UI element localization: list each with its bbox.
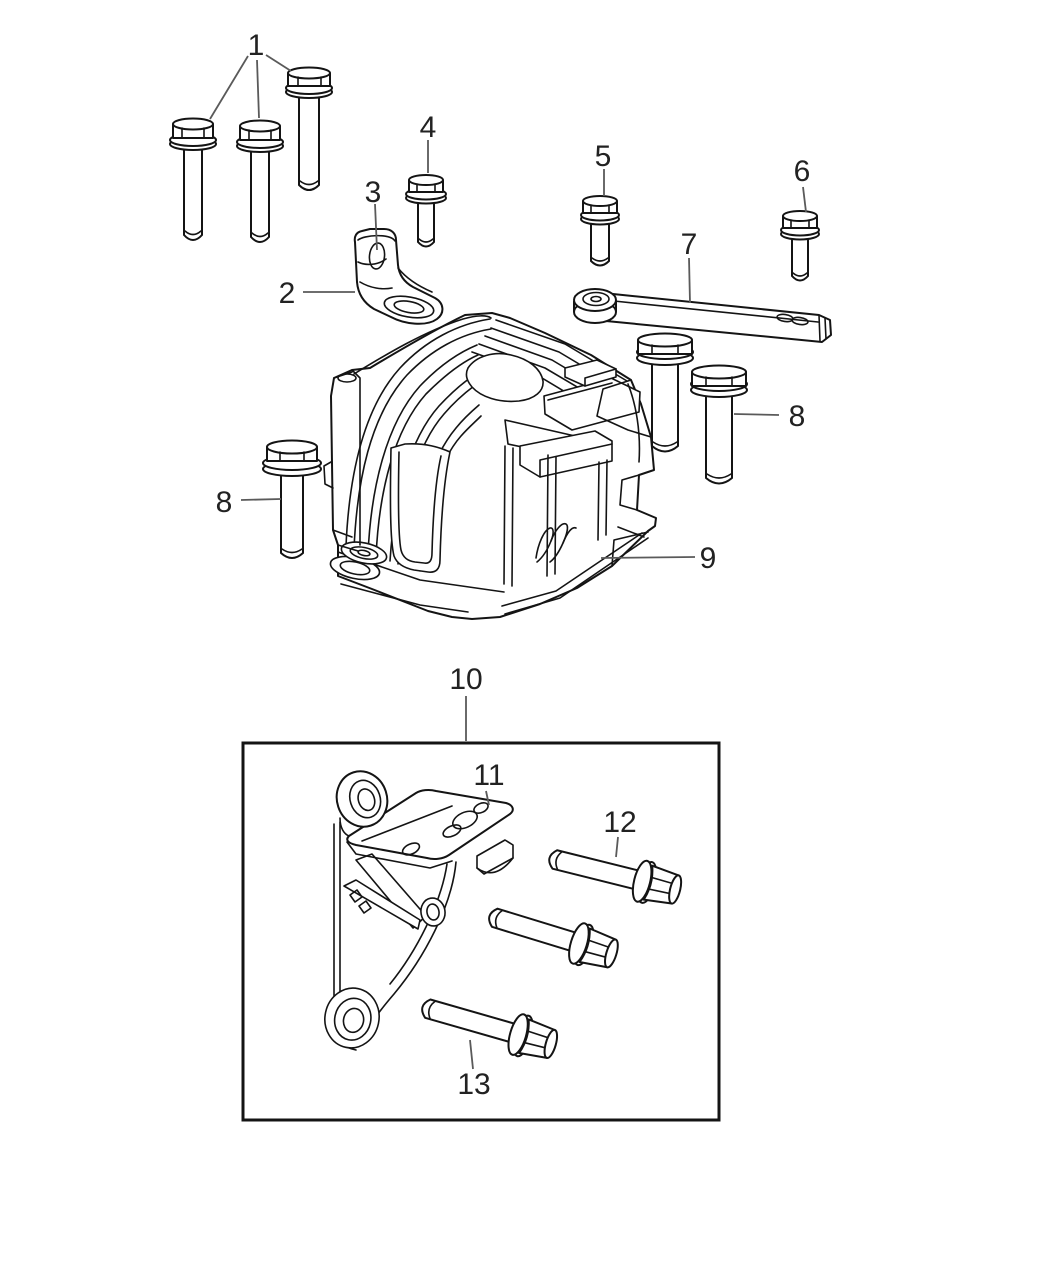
callout-5: 5 [595,140,612,173]
callout-3: 3 [365,176,382,209]
bracket-11-drawing [324,770,514,1051]
bolt-1c-drawing [285,66,333,191]
callout-2: 2 [279,277,296,310]
callout-8-right: 8 [789,400,806,433]
bolt-5-drawing [580,195,620,267]
bolt-4-drawing [405,174,447,248]
bolt-6-drawing [780,210,820,282]
bolt-8-right-drawing [690,364,748,485]
bolt-12-drawing [548,849,683,905]
bolt-13-drawing [421,998,559,1059]
callout-4: 4 [420,111,437,144]
arm-7-drawing [573,288,832,343]
callout-13: 13 [457,1068,490,1101]
bracket-2-drawing [353,228,444,325]
callout-8-left: 8 [216,486,233,519]
bolt-8-pair-left-drawing [636,332,694,453]
bolt-middle-drawing [488,907,619,969]
callout-9: 9 [700,542,717,575]
bolt-8-left-drawing [262,439,322,559]
callout-11: 11 [473,759,504,792]
callout-6: 6 [794,155,811,188]
callout-10: 10 [449,663,482,696]
callout-7: 7 [681,228,698,261]
callout-labels: 1 2 3 4 5 6 7 8 8 9 10 11 12 13 [216,29,811,1101]
bolt-1b-drawing [236,119,284,243]
inset-box [241,741,721,1122]
bolt-1a-drawing [169,117,217,241]
callout-1: 1 [248,29,265,62]
callout-12: 12 [603,806,636,839]
engine-mount-drawing [323,312,657,620]
leader-lines [209,54,807,1070]
